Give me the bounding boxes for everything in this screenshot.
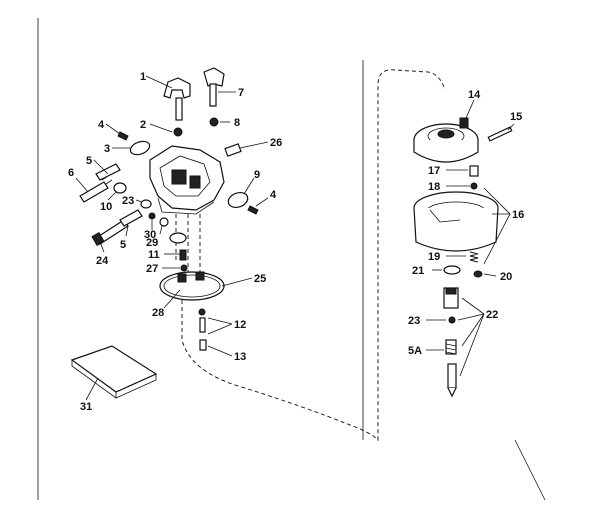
- label-9: 9: [254, 169, 260, 181]
- part-23b-o-ring: [448, 316, 456, 324]
- label-17: 17: [428, 165, 440, 177]
- label-24: 24: [96, 255, 109, 267]
- part-25-bowl-gasket: [159, 271, 225, 301]
- label-22: 22: [486, 309, 498, 321]
- part-29-washer: [159, 217, 169, 227]
- part-2-seal: [173, 127, 183, 137]
- label-13: 13: [234, 351, 246, 363]
- part-22-main-needle: [447, 363, 457, 398]
- part-17-screw: [469, 165, 479, 177]
- part-12-screw: [198, 308, 206, 333]
- part-1-choke-lever: [163, 77, 191, 121]
- part-8-seal: [209, 117, 219, 127]
- label-11: 11: [148, 249, 160, 261]
- carburetor-body: [149, 145, 225, 215]
- part-31-gasket-pack: [70, 345, 158, 399]
- part-30-washer: [148, 212, 156, 220]
- label-5b: 5: [120, 239, 126, 251]
- part-23-o-ring: [140, 199, 152, 209]
- part-3-choke-plate: [129, 140, 151, 156]
- part-4-screw: [117, 131, 129, 141]
- part-5a-spring: [95, 163, 121, 185]
- label-10: 10: [100, 201, 112, 213]
- assembly-dashed-outline: [181, 69, 446, 442]
- label-5a: 5: [86, 155, 92, 167]
- label-15: 15: [510, 111, 522, 123]
- label-5A: 5A: [408, 345, 422, 357]
- label-12: 12: [234, 319, 246, 331]
- part-27-seat: [180, 264, 188, 272]
- label-30: 30: [144, 229, 156, 241]
- label-14: 14: [468, 89, 481, 101]
- label-26: 26: [270, 137, 282, 149]
- part-10-washer: [113, 182, 127, 194]
- label-25: 25: [254, 273, 266, 285]
- part-11-inlet-seat: [169, 232, 187, 244]
- part-19-spring: [469, 251, 479, 263]
- label-28: 28: [152, 307, 164, 319]
- label-23b: 23: [408, 315, 420, 327]
- part-14-bowl-top: [413, 117, 479, 163]
- label-2: 2: [140, 119, 146, 131]
- label-3: 3: [104, 143, 110, 155]
- label-6: 6: [68, 167, 74, 179]
- label-20: 20: [500, 271, 512, 283]
- part-26-fitting: [224, 143, 242, 157]
- part-21-gasket: [443, 265, 461, 275]
- part-11-needle: [179, 249, 187, 261]
- right-margin-line: [514, 439, 546, 501]
- label-29: 29: [146, 237, 158, 249]
- part-20-washer: [473, 270, 483, 278]
- part-16-fuel-bowl: [413, 191, 499, 252]
- part-13-screw: [199, 339, 207, 351]
- label-16: 16: [512, 209, 524, 221]
- label-31: 31: [80, 401, 92, 413]
- label-4a: 4: [98, 119, 105, 131]
- part-6-idle-screw: [79, 181, 109, 203]
- part-4b-screw: [247, 205, 259, 215]
- part-5A-spring: [445, 339, 457, 355]
- label-19: 19: [428, 251, 440, 263]
- part-7-throttle-lever: [203, 67, 225, 107]
- label-7: 7: [238, 87, 244, 99]
- part-15-pin: [487, 126, 513, 142]
- part-25-inner: [163, 274, 221, 298]
- label-27: 27: [146, 263, 158, 275]
- label-21: 21: [412, 265, 424, 277]
- part-22-bowl-nut: [443, 287, 459, 309]
- part-9-throttle-plate: [227, 191, 249, 209]
- part-28-float: [177, 271, 205, 283]
- part-5b-spring: [119, 209, 143, 227]
- label-18: 18: [428, 181, 440, 193]
- label-8: 8: [234, 117, 240, 129]
- label-4b: 4: [270, 189, 277, 201]
- part-18-washer: [470, 182, 478, 190]
- label-1: 1: [140, 71, 146, 83]
- label-23a: 23: [122, 195, 134, 207]
